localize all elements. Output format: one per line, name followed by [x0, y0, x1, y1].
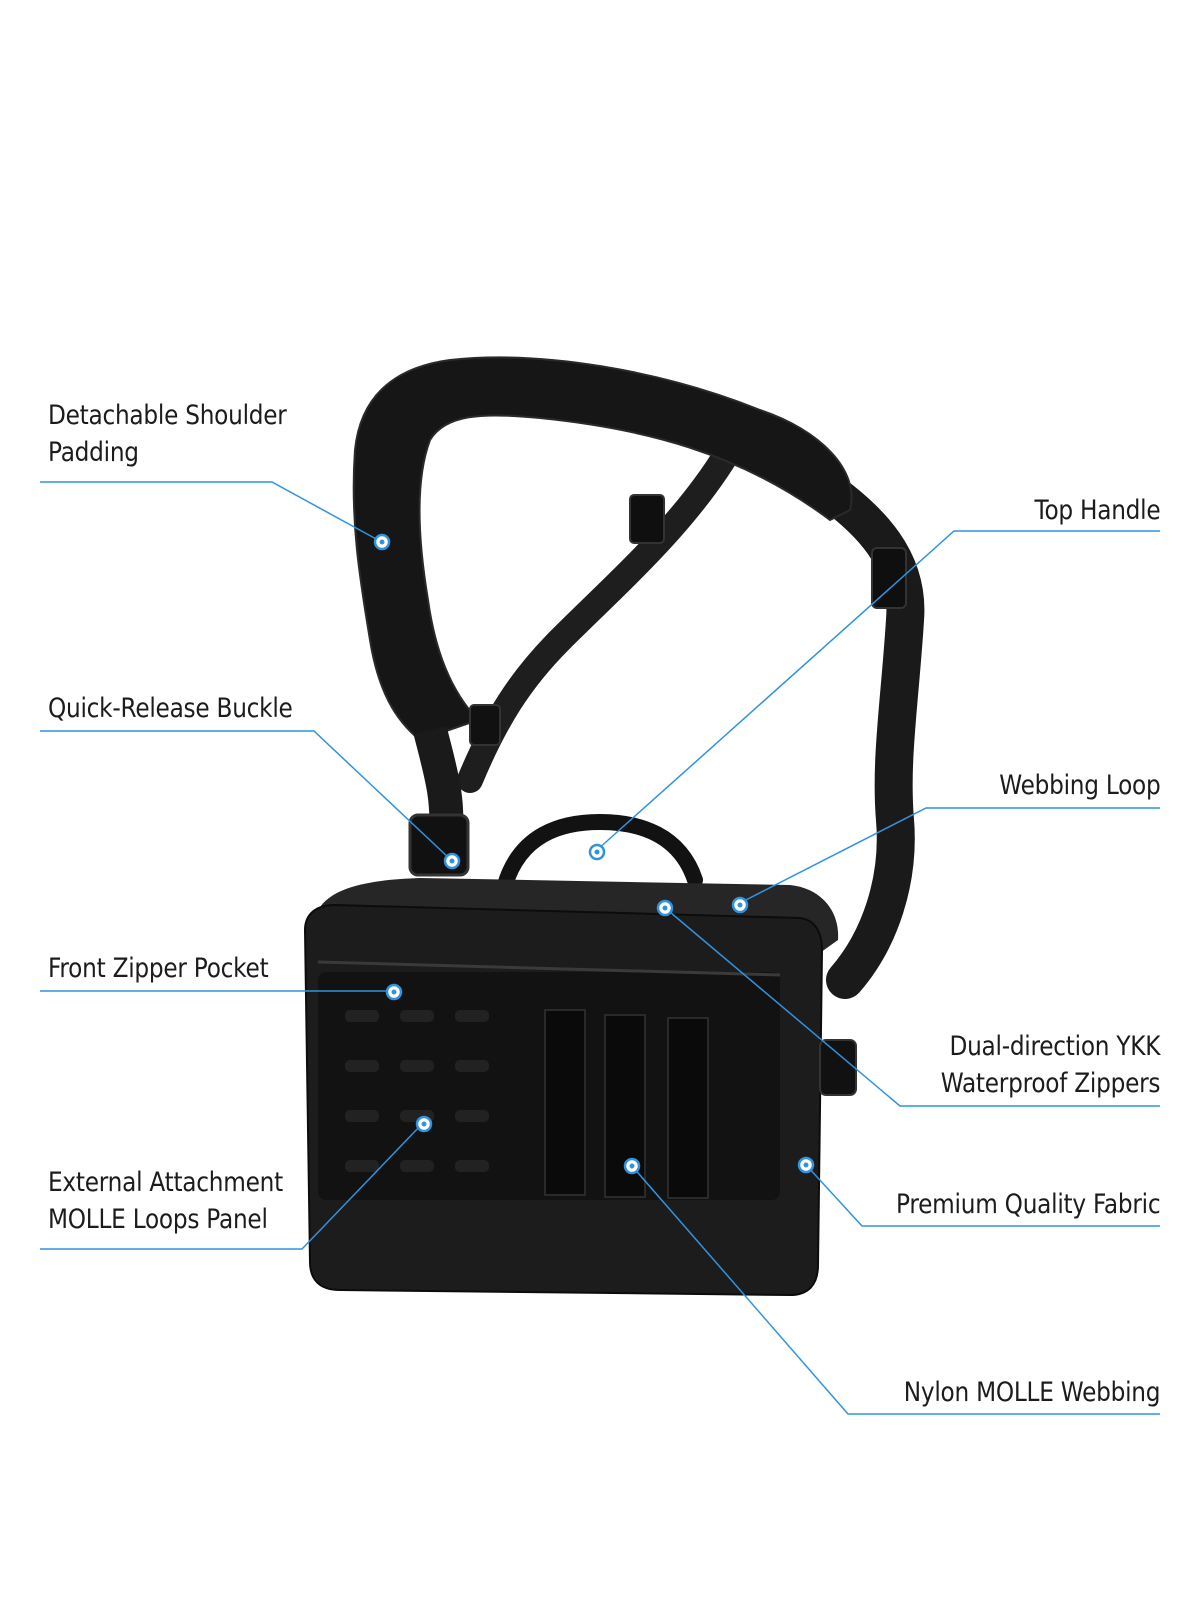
callout-front-zipper-pocket: Front Zipper Pocket — [48, 950, 269, 987]
leader-shoulder-padding — [40, 481, 379, 541]
leader-top-handle — [596, 530, 1160, 851]
right-strap — [806, 469, 925, 999]
callout-text: Webbing Loop — [998, 770, 1160, 801]
top-handle — [497, 813, 703, 893]
leader-nylon-webbing — [631, 1165, 1160, 1415]
molle-slots — [345, 1010, 489, 1172]
callout-top-handle: Top Handle — [1034, 492, 1160, 529]
leader-molle-panel — [40, 1123, 423, 1250]
callout-text: Quick-Release Buckle — [48, 693, 293, 724]
callout-text: Front Zipper Pocket — [48, 953, 269, 984]
strap-adjuster-upper — [629, 494, 665, 544]
callout-webbing-loop: Webbing Loop — [999, 767, 1160, 804]
leader-quick-release-buckle — [40, 730, 451, 860]
front-zipper — [317, 960, 781, 977]
callout-shoulder-padding: Detachable Shoulder Padding — [48, 397, 287, 471]
callout-premium-fabric: Premium Quality Fabric — [895, 1186, 1161, 1223]
callout-ykk-zippers: Dual-direction YKK Waterproof Zippers — [940, 1028, 1160, 1102]
callout-text: Padding — [48, 437, 139, 468]
nylon-webbing — [544, 1009, 709, 1199]
right-strap-buckle — [871, 547, 907, 609]
leader-premium-fabric — [806, 1165, 1160, 1227]
callout-quick-release-buckle: Quick-Release Buckle — [48, 690, 293, 727]
callout-text: Dual-direction YKK — [949, 1031, 1160, 1062]
callout-text: Nylon MOLLE Webbing — [903, 1377, 1161, 1408]
strap-adjuster — [469, 704, 501, 746]
callout-text: External Attachment — [48, 1167, 283, 1198]
leader-ykk-zippers — [663, 906, 1160, 1107]
callout-text: Top Handle — [1034, 495, 1160, 526]
callout-text: Premium Quality Fabric — [895, 1189, 1161, 1220]
callout-text: Waterproof Zippers — [940, 1068, 1160, 1099]
side-buckle — [819, 1039, 857, 1096]
callout-text: Detachable Shoulder — [48, 400, 287, 431]
callout-text: MOLLE Loops Panel — [48, 1204, 268, 1235]
leader-webbing-loop — [737, 807, 1160, 905]
callout-molle-panel: External Attachment MOLLE Loops Panel — [48, 1164, 283, 1238]
callout-nylon-webbing: Nylon MOLLE Webbing — [903, 1374, 1161, 1411]
shoulder-pad — [352, 356, 853, 742]
